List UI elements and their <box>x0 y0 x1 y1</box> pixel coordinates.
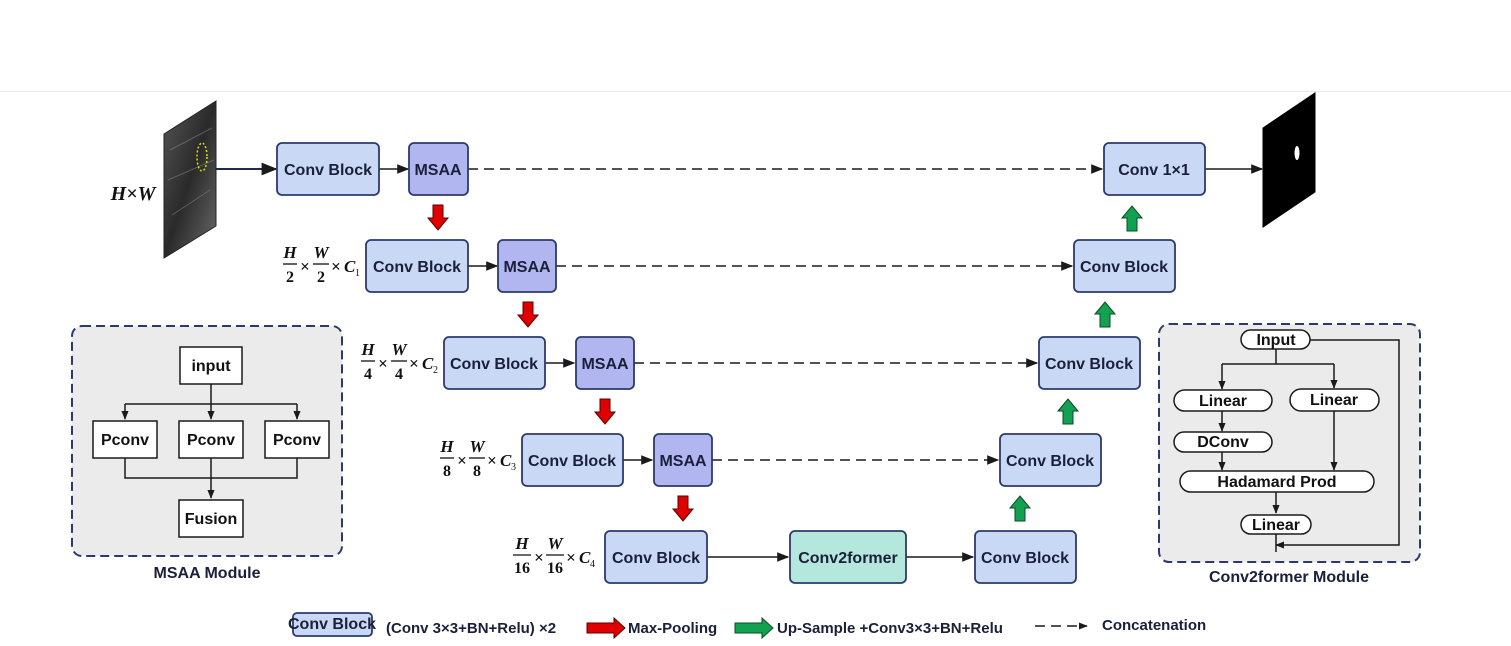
msaa-block-label: MSAA <box>659 453 707 470</box>
dconv-label: DConv <box>1197 434 1249 451</box>
svg-text:W: W <box>313 243 330 262</box>
conv-block-label: Conv Block <box>373 259 461 276</box>
svg-text:W: W <box>547 534 564 553</box>
scale-label-4: H 16 × W 16 × C 4 <box>513 534 595 577</box>
scale-label-3: H 8 × W 8 × C 3 <box>439 437 516 480</box>
output-segmentation-mask <box>1262 92 1316 228</box>
conv-block-label: Conv Block <box>450 356 538 373</box>
legend-upsample-label: Up-Sample +Conv3×3+BN+Relu <box>777 620 1003 637</box>
svg-text:1: 1 <box>355 268 360 279</box>
conv2former-module-caption: Conv2former Module <box>1209 569 1369 586</box>
legend-concat-label: Concatenation <box>1102 617 1206 634</box>
msaa-block-label: MSAA <box>414 162 462 179</box>
svg-text:H: H <box>282 243 297 262</box>
input-ultrasound-image <box>163 100 217 259</box>
svg-text:2: 2 <box>286 269 294 286</box>
input-size-label: H×W <box>110 183 157 205</box>
svg-text:8: 8 <box>443 463 451 480</box>
conv2former-block-label: Conv2former <box>798 550 898 567</box>
linear-label: Linear <box>1199 393 1247 410</box>
svg-text:8: 8 <box>473 463 481 480</box>
pconv-label: Pconv <box>187 432 235 449</box>
upsample-arrow <box>1008 495 1032 522</box>
encoder-level-4: Conv Block MSAA <box>521 433 713 487</box>
conv-block-label: Conv Block <box>1080 259 1168 276</box>
svg-text:4: 4 <box>395 366 403 383</box>
maxpool-arrow <box>516 301 540 328</box>
conv2former-module-panel: Input Linear Linear DConv Hadamard Prod … <box>1158 323 1421 563</box>
legend-upsample-arrow <box>734 616 774 640</box>
pconv-label: Pconv <box>101 432 149 449</box>
svg-text:×: × <box>331 257 341 276</box>
svg-text:3: 3 <box>511 462 516 473</box>
svg-text:4: 4 <box>364 366 372 383</box>
scale-label-2: H 4 × W 4 × C 2 <box>360 340 438 383</box>
maxpool-arrow <box>671 495 695 522</box>
upsample-arrows <box>1008 205 1144 522</box>
upsample-arrow <box>1120 205 1144 232</box>
decoder-blocks: Conv Block Conv Block Conv Block Conv 1×… <box>999 142 1206 487</box>
maxpool-arrows <box>426 204 695 522</box>
legend: Conv Block (Conv 3×3+BN+Relu) ×2 Max-Poo… <box>288 612 1206 640</box>
svg-text:×: × <box>300 257 310 276</box>
encoder-level-1: Conv Block MSAA <box>276 142 469 196</box>
conv1x1-block-label: Conv 1×1 <box>1118 162 1190 179</box>
svg-text:W: W <box>391 340 408 359</box>
maxpool-arrow <box>426 204 450 231</box>
legend-maxpool-label: Max-Pooling <box>628 620 717 637</box>
c2f-input-label: Input <box>1256 332 1296 349</box>
encoder-level-2: Conv Block MSAA <box>365 239 557 293</box>
linear-label: Linear <box>1252 517 1300 534</box>
top-divider <box>0 91 1511 92</box>
msaa-block-label: MSAA <box>503 259 551 276</box>
linear-label: Linear <box>1310 392 1358 409</box>
maxpool-arrow <box>593 398 617 425</box>
svg-text:H: H <box>360 340 375 359</box>
upsample-arrow <box>1056 398 1080 425</box>
conv-block-label: Conv Block <box>1006 453 1094 470</box>
svg-text:16: 16 <box>547 560 563 577</box>
encoder-level-3: Conv Block MSAA <box>443 336 635 390</box>
conv-block-label: Conv Block <box>612 550 700 567</box>
conv-block-label: Conv Block <box>981 550 1069 567</box>
svg-text:×: × <box>566 548 576 567</box>
svg-text:×: × <box>534 548 544 567</box>
legend-conv-block-swatch: Conv Block <box>288 616 376 633</box>
msaa-input-label: input <box>191 358 231 375</box>
svg-text:C: C <box>422 354 434 373</box>
svg-text:C: C <box>344 257 356 276</box>
svg-text:C: C <box>579 548 591 567</box>
msaa-module-panel: input Pconv Pconv Pconv Fusion <box>71 325 343 557</box>
svg-text:H: H <box>439 437 454 456</box>
svg-text:W: W <box>469 437 486 456</box>
connections <box>216 162 1264 562</box>
svg-text:2: 2 <box>433 365 438 376</box>
svg-text:×: × <box>487 451 497 470</box>
msaa-module-caption: MSAA Module <box>154 565 261 582</box>
legend-maxpool-arrow <box>586 616 626 640</box>
upsample-arrow <box>1093 301 1117 328</box>
scale-label-1: H 2 × W 2 × C 1 <box>282 243 360 286</box>
svg-text:16: 16 <box>514 560 530 577</box>
svg-text:H: H <box>514 534 529 553</box>
svg-text:C: C <box>500 451 512 470</box>
msaa-block-label: MSAA <box>581 356 629 373</box>
bottleneck: Conv Block Conv2former Conv Block <box>604 530 1077 584</box>
fusion-label: Fusion <box>185 511 237 528</box>
conv-block-label: Conv Block <box>1045 356 1133 373</box>
svg-text:×: × <box>457 451 467 470</box>
svg-text:×: × <box>409 354 419 373</box>
hadamard-label: Hadamard Prod <box>1217 474 1336 491</box>
svg-text:4: 4 <box>590 559 595 570</box>
svg-text:×: × <box>378 354 388 373</box>
svg-text:2: 2 <box>317 269 325 286</box>
conv-block-label: Conv Block <box>528 453 616 470</box>
pconv-label: Pconv <box>273 432 321 449</box>
legend-conv-block-desc: (Conv 3×3+BN+Relu) ×2 <box>386 620 556 637</box>
conv-block-label: Conv Block <box>284 162 372 179</box>
